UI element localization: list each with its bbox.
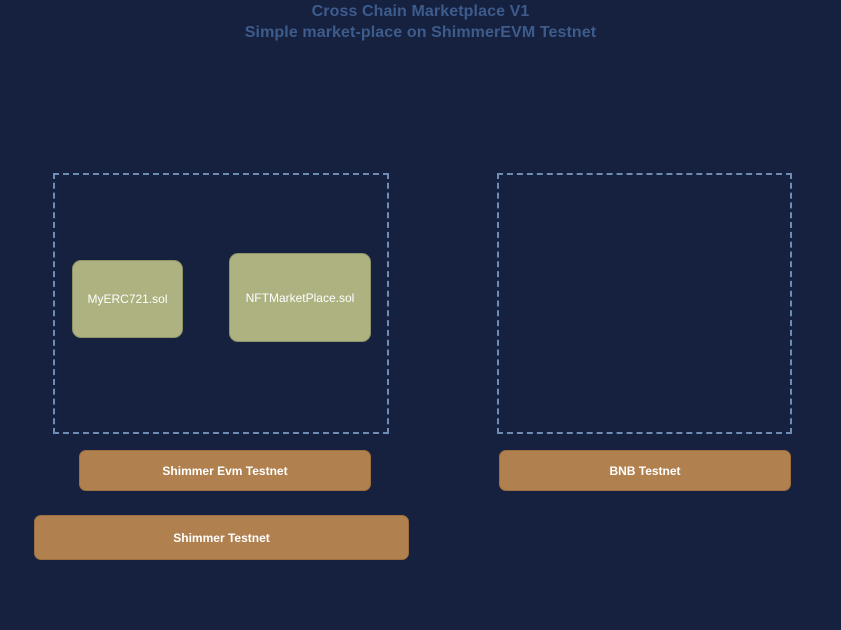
chain-button-bnb-testnet[interactable]: BNB Testnet [499,450,791,491]
page-subtitle: Simple market-place on ShimmerEVM Testne… [244,24,597,41]
network-zone-shimmer-evm [53,173,389,434]
page-title-main: Cross Chain Marketplace V1 [311,3,530,20]
chain-button-shimmer-testnet[interactable]: Shimmer Testnet [34,515,409,560]
chain-label-bnb-testnet: BNB Testnet [609,463,681,478]
contract-label-nftmarketplace: NFTMarketPlace.sol [245,290,355,305]
chain-label-shimmer-testnet: Shimmer Testnet [173,530,270,545]
contract-box-myerc721[interactable]: MyERC721.sol [72,260,183,338]
chain-button-shimmer-evm-testnet[interactable]: Shimmer Evm Testnet [79,450,371,491]
chain-label-shimmer-evm-testnet: Shimmer Evm Testnet [162,463,288,478]
contract-box-nftmarketplace[interactable]: NFTMarketPlace.sol [229,253,371,342]
contract-label-myerc721: MyERC721.sol [87,292,168,306]
page-title: Cross Chain Marketplace V1 Simple market… [0,2,841,44]
network-zone-bnb [497,173,792,434]
